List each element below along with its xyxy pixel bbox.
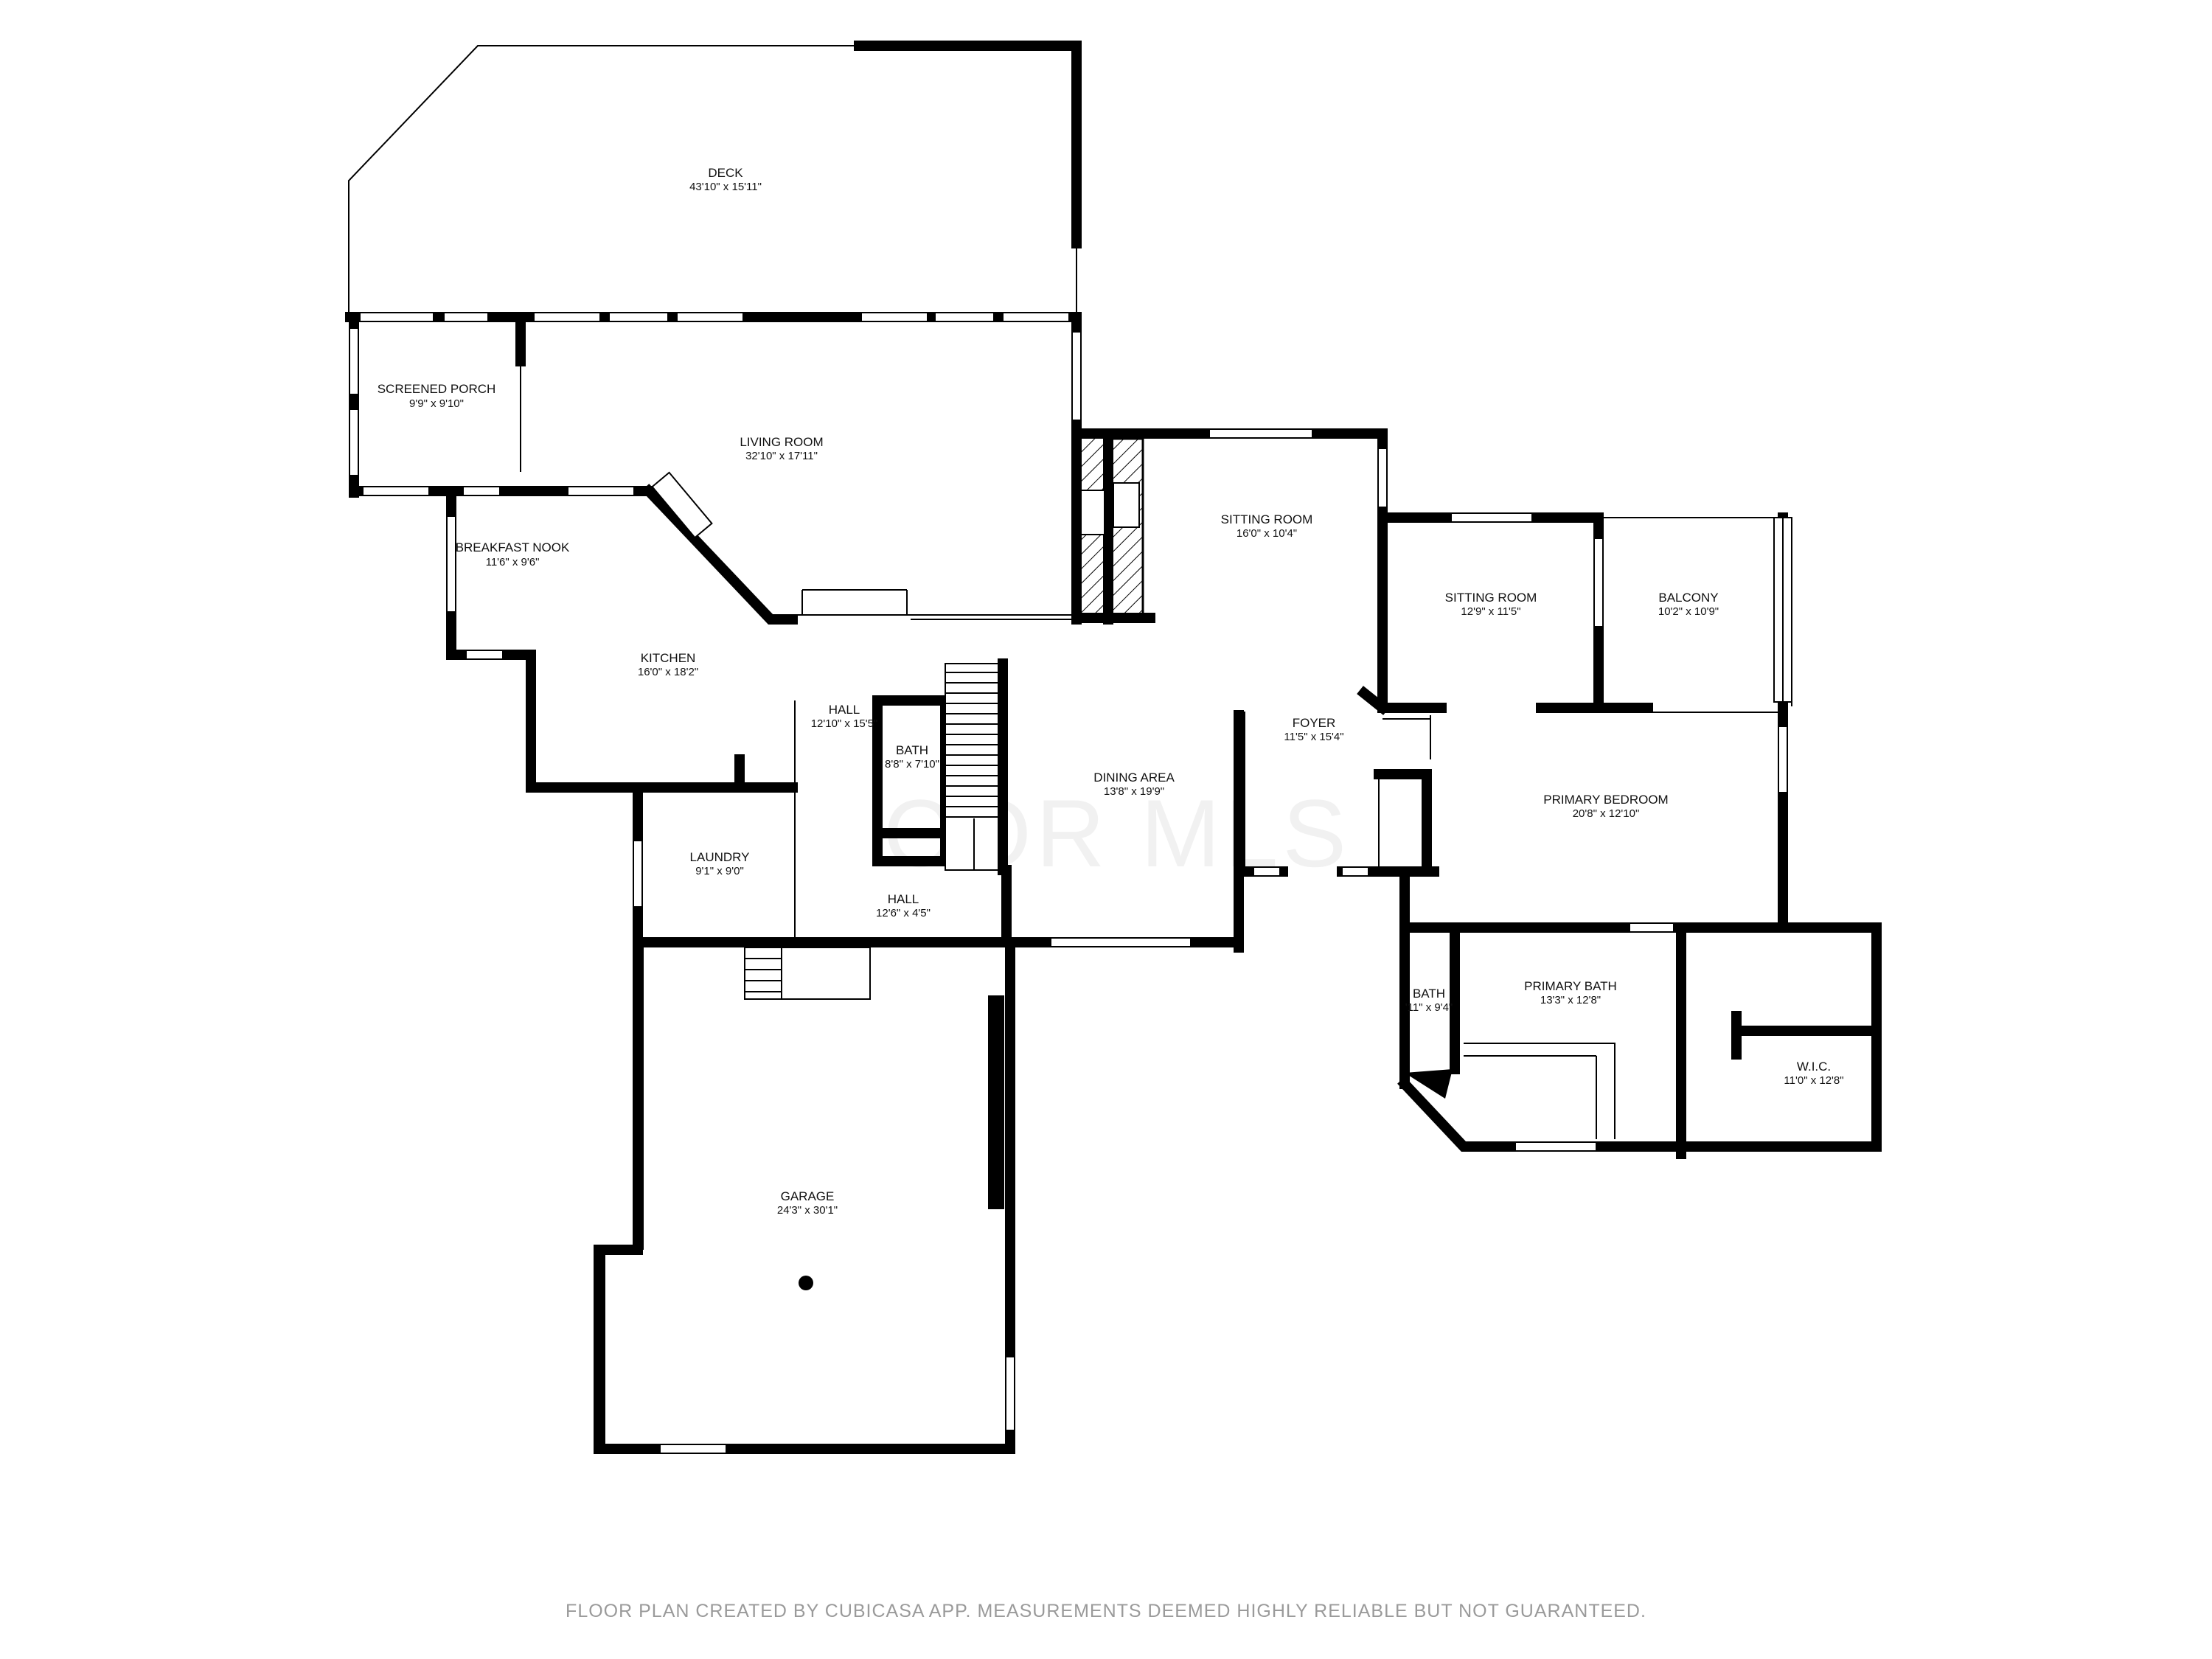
svg-text:DECK: DECK: [708, 166, 743, 180]
svg-text:'11" x 9'4": '11" x 9'4": [1405, 1001, 1453, 1014]
sitting-room-1-walls: [1071, 428, 1388, 713]
svg-text:10'2" x 10'9": 10'2" x 10'9": [1658, 605, 1719, 618]
svg-text:43'10" x 15'11": 43'10" x 15'11": [689, 181, 762, 193]
room-label-screened-porch: SCREENED PORCH 9'9" x 9'10": [378, 382, 496, 410]
svg-text:16'0" x 10'4": 16'0" x 10'4": [1237, 527, 1297, 540]
svg-text:BREAKFAST NOOK: BREAKFAST NOOK: [456, 540, 570, 554]
room-label-dining-area: DINING AREA 13'8" x 19'9": [1093, 771, 1175, 798]
svg-text:20'8" x 12'10": 20'8" x 12'10": [1573, 807, 1640, 820]
svg-text:9'9" x 9'10": 9'9" x 9'10": [409, 397, 464, 410]
deck-outline: [348, 41, 1082, 316]
room-label-hall-lower: HALL 12'6" x 4'5": [876, 892, 931, 919]
svg-text:BALCONY: BALCONY: [1658, 591, 1718, 605]
svg-text:SITTING ROOM: SITTING ROOM: [1445, 591, 1537, 605]
room-label-primary-bath: PRIMARY BATH 13'3" x 12'8": [1524, 979, 1617, 1006]
svg-text:PRIMARY BATH: PRIMARY BATH: [1524, 979, 1617, 993]
svg-text:13'3" x 12'8": 13'3" x 12'8": [1540, 994, 1601, 1006]
svg-text:KITCHEN: KITCHEN: [641, 651, 696, 665]
room-label-laundry: LAUNDRY 9'1" x 9'0": [690, 850, 750, 877]
room-label-foyer: FOYER 11'5" x 15'4": [1284, 716, 1343, 743]
svg-text:24'3" x 30'1": 24'3" x 30'1": [777, 1204, 838, 1217]
room-label-sitting-room-2: SITTING ROOM 12'9" x 11'5": [1445, 591, 1537, 618]
svg-text:FOYER: FOYER: [1293, 716, 1336, 730]
svg-text:8'8" x 7'10": 8'8" x 7'10": [885, 758, 939, 771]
room-label-breakfast-nook: BREAKFAST NOOK 11'6" x 9'6": [456, 540, 570, 568]
room-label-garage: GARAGE 24'3" x 30'1": [777, 1189, 838, 1217]
svg-text:HALL: HALL: [888, 892, 919, 906]
room-label-sitting-room-1: SITTING ROOM 16'0" x 10'4": [1221, 512, 1313, 540]
fireplace: [1071, 430, 1155, 625]
living-room-walls: [518, 312, 1082, 625]
svg-text:12'6" x 4'5": 12'6" x 4'5": [876, 907, 931, 919]
svg-text:SCREENED PORCH: SCREENED PORCH: [378, 382, 496, 396]
svg-text:PRIMARY BEDROOM: PRIMARY BEDROOM: [1543, 793, 1668, 807]
room-label-bath-primary: BATH '11" x 9'4": [1405, 987, 1453, 1014]
primary-bath-walls: [1397, 866, 1882, 1159]
room-label-deck: DECK 43'10" x 15'11": [689, 166, 762, 193]
room-label-wic: W.I.C. 11'0" x 12'8": [1784, 1060, 1843, 1087]
svg-text:11'6" x 9'6": 11'6" x 9'6": [486, 556, 540, 568]
room-label-bath-half: BATH 8'8" x 7'10": [885, 743, 939, 771]
north-wall: [345, 312, 1080, 322]
dining-area-walls: [1001, 866, 1244, 953]
svg-text:12'10" x 15'5": 12'10" x 15'5": [811, 717, 878, 730]
kitchen-walls: [446, 486, 798, 942]
room-label-living-room: LIVING ROOM 32'10" x 17'11": [740, 435, 823, 462]
floor-drain: [799, 1276, 813, 1290]
laundry-walls: [633, 774, 1012, 947]
svg-text:12'9" x 11'5": 12'9" x 11'5": [1461, 605, 1520, 618]
room-label-kitchen: KITCHEN 16'0" x 18'2": [638, 651, 698, 678]
room-label-balcony: BALCONY 10'2" x 10'9": [1658, 591, 1719, 618]
screened-porch-walls: [349, 312, 529, 498]
footer-disclaimer: FLOOR PLAN CREATED BY CUBICASA APP. MEAS…: [566, 1601, 1646, 1621]
svg-text:32'10" x 17'11": 32'10" x 17'11": [745, 450, 818, 462]
svg-text:11'0" x 12'8": 11'0" x 12'8": [1784, 1074, 1843, 1087]
sitting-room-2-walls: [1377, 512, 1792, 717]
svg-text:BATH: BATH: [896, 743, 928, 757]
svg-text:13'8" x 19'9": 13'8" x 19'9": [1104, 785, 1164, 798]
room-label-hall-main: HALL 12'10" x 15'5": [811, 703, 878, 730]
svg-text:W.I.C.: W.I.C.: [1797, 1060, 1831, 1074]
svg-text:SITTING ROOM: SITTING ROOM: [1221, 512, 1313, 526]
svg-text:LIVING ROOM: LIVING ROOM: [740, 435, 823, 449]
svg-text:BATH: BATH: [1413, 987, 1445, 1001]
staircase: [945, 658, 1008, 875]
svg-text:DINING AREA: DINING AREA: [1093, 771, 1175, 785]
svg-text:11'5" x 15'4": 11'5" x 15'4": [1284, 731, 1343, 743]
room-label-primary-bedroom: PRIMARY BEDROOM 20'8" x 12'10": [1543, 793, 1668, 820]
svg-text:GARAGE: GARAGE: [781, 1189, 835, 1203]
svg-text:HALL: HALL: [829, 703, 860, 717]
svg-text:9'1" x 9'0": 9'1" x 9'0": [695, 865, 744, 877]
garage-walls: [594, 937, 1015, 1454]
svg-text:LAUNDRY: LAUNDRY: [690, 850, 750, 864]
svg-text:16'0" x 18'2": 16'0" x 18'2": [638, 666, 698, 678]
